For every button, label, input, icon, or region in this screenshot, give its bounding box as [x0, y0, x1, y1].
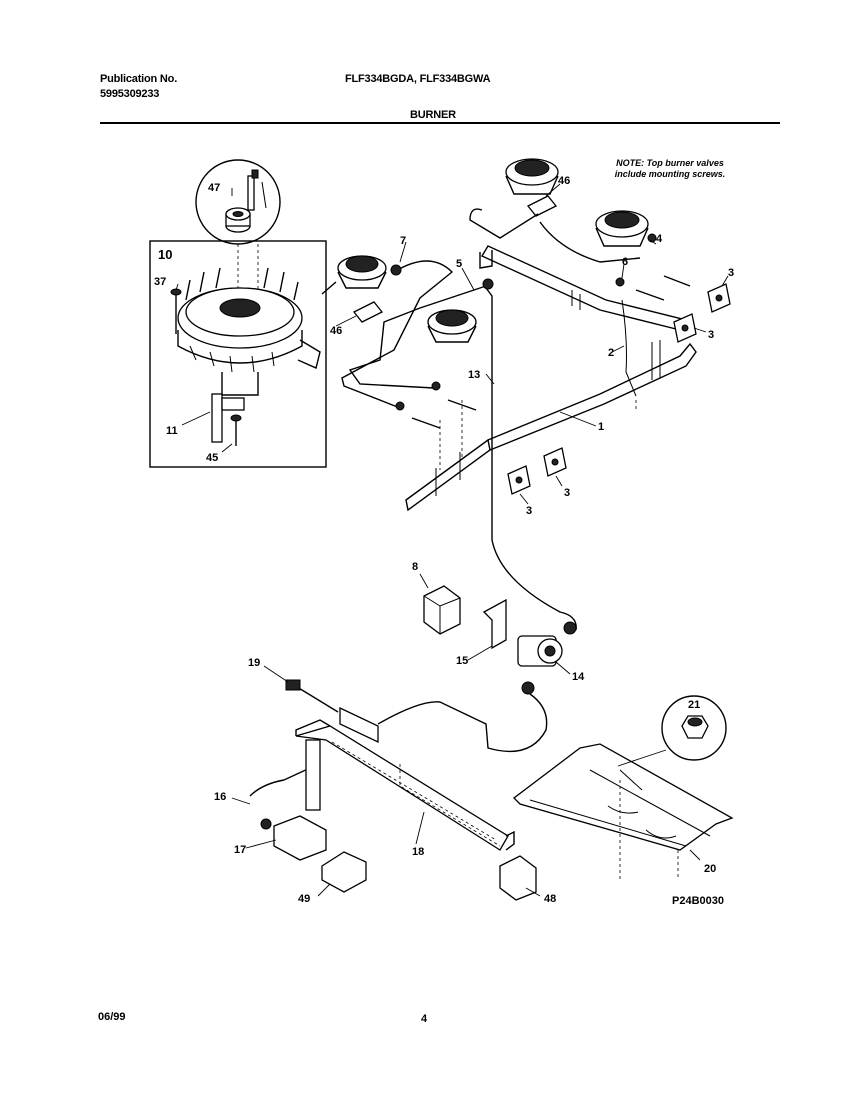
- mounting-plates-3: [507, 283, 731, 495]
- assembly-guides-upper: [439, 400, 637, 470]
- bracket-46-left: [352, 301, 384, 323]
- bracket-49: [321, 851, 367, 893]
- orifice-7: [390, 264, 402, 276]
- callout-3-c: 3: [526, 505, 532, 517]
- igniter-body: [305, 739, 321, 811]
- orifice-6: [615, 277, 625, 287]
- callout-17: 17: [234, 844, 246, 856]
- baffle-20: [513, 743, 734, 880]
- valve-note: NOTE: Top burner valves include mounting…: [614, 158, 726, 179]
- regulator-14: [517, 621, 577, 695]
- callout-10: 10: [158, 247, 172, 262]
- tube-13: [485, 287, 577, 631]
- callout-47: 47: [208, 182, 220, 194]
- callout-46-right: 46: [558, 175, 570, 187]
- callout-8: 8: [412, 561, 418, 573]
- fitting-17: [260, 818, 272, 830]
- footer-date: 06/99: [98, 1011, 126, 1023]
- oven-gas-tube: [377, 693, 548, 753]
- orifice-valve-center: [431, 381, 441, 391]
- callout-7: 7: [400, 235, 406, 247]
- callout-19: 19: [248, 657, 260, 669]
- callout-49: 49: [298, 893, 310, 905]
- page-number: 4: [421, 1013, 428, 1025]
- callout-18: 18: [412, 846, 424, 858]
- leader-lines: [231, 183, 729, 897]
- callout-3-b: 3: [708, 329, 714, 341]
- tube-7: [341, 260, 454, 409]
- tube-rear-right: [469, 208, 539, 239]
- callout-46-left: 46: [330, 325, 342, 337]
- callout-45: 45: [206, 452, 218, 464]
- callout-14: 14: [572, 671, 585, 683]
- oven-burner-18: [295, 706, 515, 851]
- callout-21: 21: [688, 699, 700, 711]
- top-burner-front-right: [595, 210, 649, 247]
- top-burner-rear-left: [321, 255, 387, 295]
- detail-circle-47: [195, 159, 281, 245]
- callout-3-a: 3: [728, 267, 734, 279]
- callout-3-d: 3: [564, 487, 570, 499]
- bracket-48: [499, 855, 537, 901]
- detail-circle-21: [617, 695, 727, 767]
- callout-15: 15: [456, 655, 468, 667]
- callout-13: 13: [468, 369, 480, 381]
- section-title: BURNER: [410, 109, 456, 121]
- publication-number: 5995309233: [100, 88, 160, 100]
- callout-1: 1: [598, 421, 604, 433]
- tube-5: [348, 285, 487, 389]
- callout-37: 37: [154, 276, 166, 288]
- part-17: [273, 815, 327, 861]
- part-8-block: [423, 585, 461, 635]
- publication-label: Publication No.: [100, 73, 178, 85]
- callout-4: 4: [656, 233, 663, 245]
- bracket-46-right: [526, 195, 558, 217]
- top-burner-rear-right: [505, 158, 559, 195]
- orifice-valve-left: [395, 401, 405, 411]
- orifice-5: [482, 278, 494, 290]
- top-burner-front-left: [427, 309, 477, 343]
- manifold-pipe-1: [405, 342, 697, 512]
- assembly-guides-lower: [399, 764, 501, 847]
- tube-front-right: [539, 221, 641, 263]
- rear-rail: [479, 245, 688, 380]
- inset-box-10: [149, 240, 327, 468]
- callout-2: 2: [608, 347, 614, 359]
- callout-20: 20: [704, 863, 716, 875]
- connector-19: [285, 679, 301, 691]
- valve-stems: [411, 275, 691, 429]
- tube-16: [249, 767, 311, 797]
- figure-code: P24B0030: [672, 895, 724, 907]
- callout-5: 5: [456, 258, 462, 270]
- wire-2: [621, 299, 637, 397]
- callout-6: 6: [622, 256, 628, 268]
- header-rule: [100, 122, 780, 124]
- callout-11: 11: [166, 425, 178, 437]
- callout-16: 16: [214, 791, 226, 803]
- callout-48: 48: [544, 893, 556, 905]
- bracket-15: [482, 598, 507, 650]
- model-numbers: FLF334BGDA, FLF334BGWA: [345, 73, 491, 85]
